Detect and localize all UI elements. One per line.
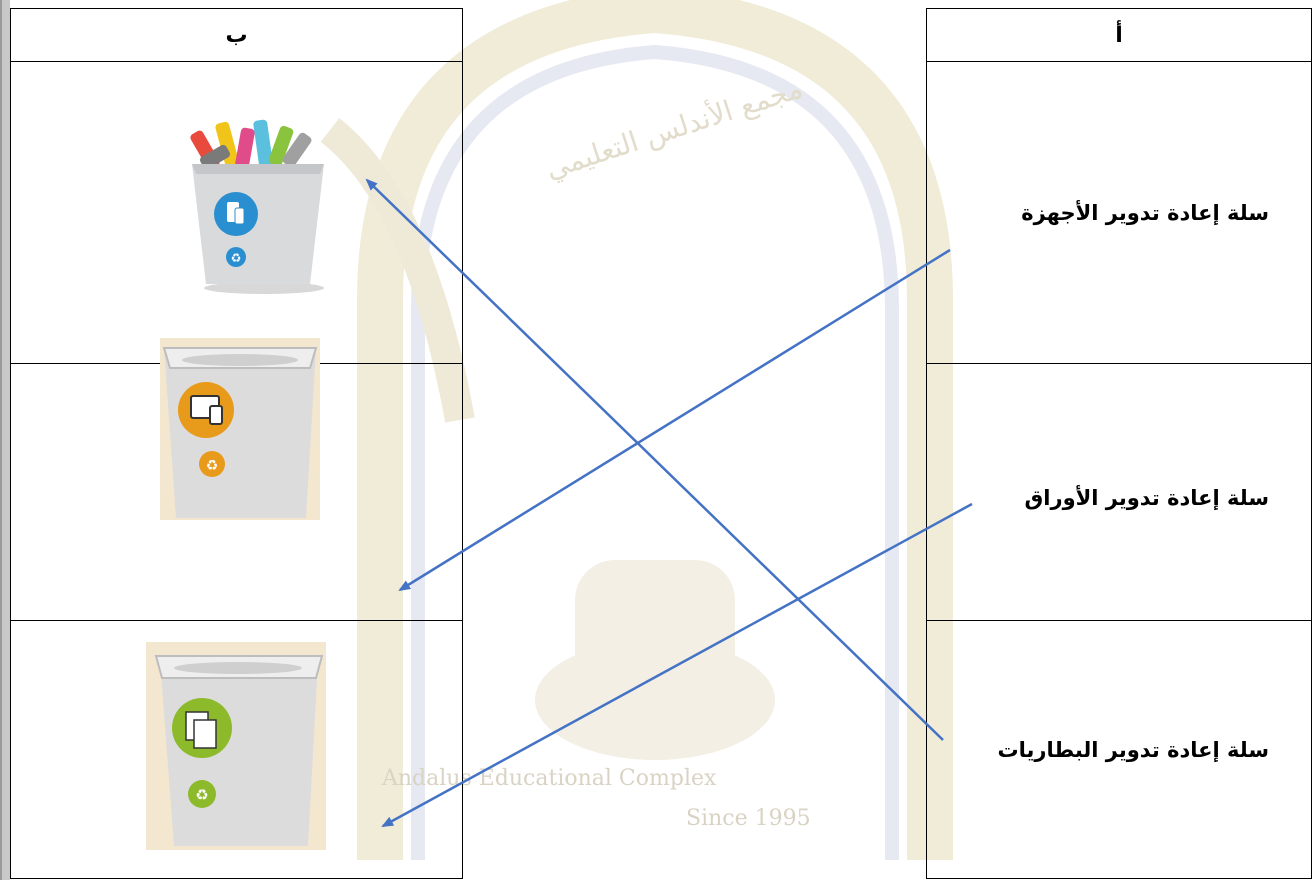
svg-text:♻: ♻	[231, 251, 242, 265]
paper-recycling-bin: ♻	[146, 642, 326, 850]
header-b: ب	[10, 8, 463, 62]
arrow-devices	[398, 248, 951, 592]
device-recycling-bin: ♻	[160, 338, 320, 520]
header-a-label: أ	[1115, 22, 1123, 48]
page-margin-rule	[0, 0, 10, 880]
page-margin-edge	[0, 0, 2, 880]
header-b-label: ب	[225, 22, 248, 48]
label-devices: سلة إعادة تدوير الأجهزة	[1021, 201, 1269, 225]
label-batteries: سلة إعادة تدوير البطاريات	[997, 738, 1269, 762]
svg-text:♻: ♻	[195, 786, 208, 804]
header-a: أ	[926, 8, 1312, 62]
battery-recycling-bin: ♻	[190, 119, 324, 294]
watermark-line2: Since 1995	[686, 806, 811, 831]
svg-text:♻: ♻	[206, 458, 219, 474]
watermark-arabic: مجمع الأندلس التعليمي	[541, 71, 807, 186]
label-paper: سلة إعادة تدوير الأوراق	[1024, 486, 1269, 510]
